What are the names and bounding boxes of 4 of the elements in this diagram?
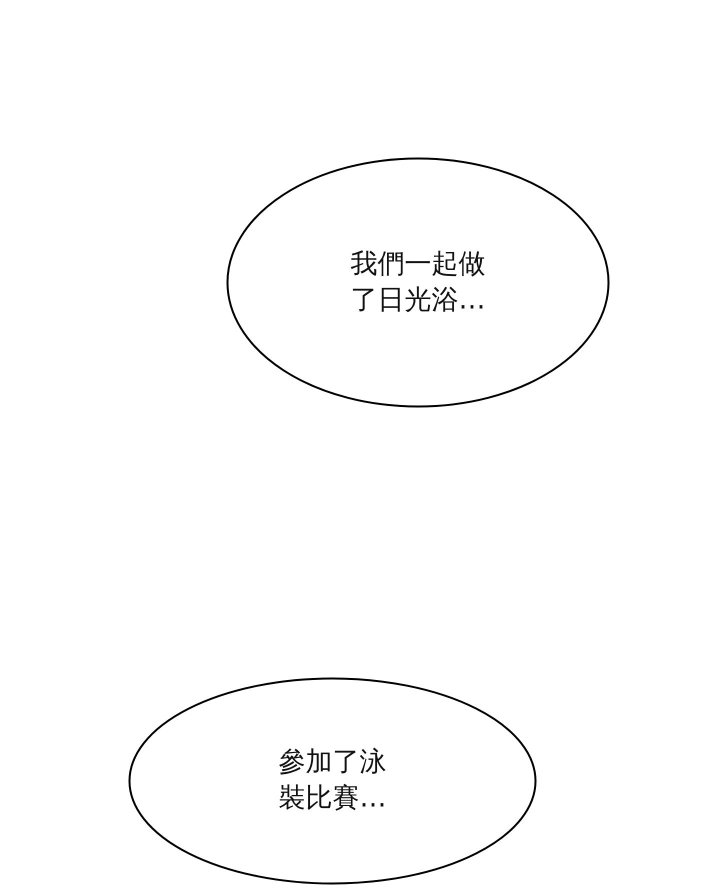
- speech-text: 我們一起做了日光浴…: [350, 247, 486, 318]
- speech-bubble: [226, 157, 610, 408]
- speech-bubble: [128, 677, 537, 885]
- speech-text: 參加了泳裝比賽…: [278, 746, 388, 816]
